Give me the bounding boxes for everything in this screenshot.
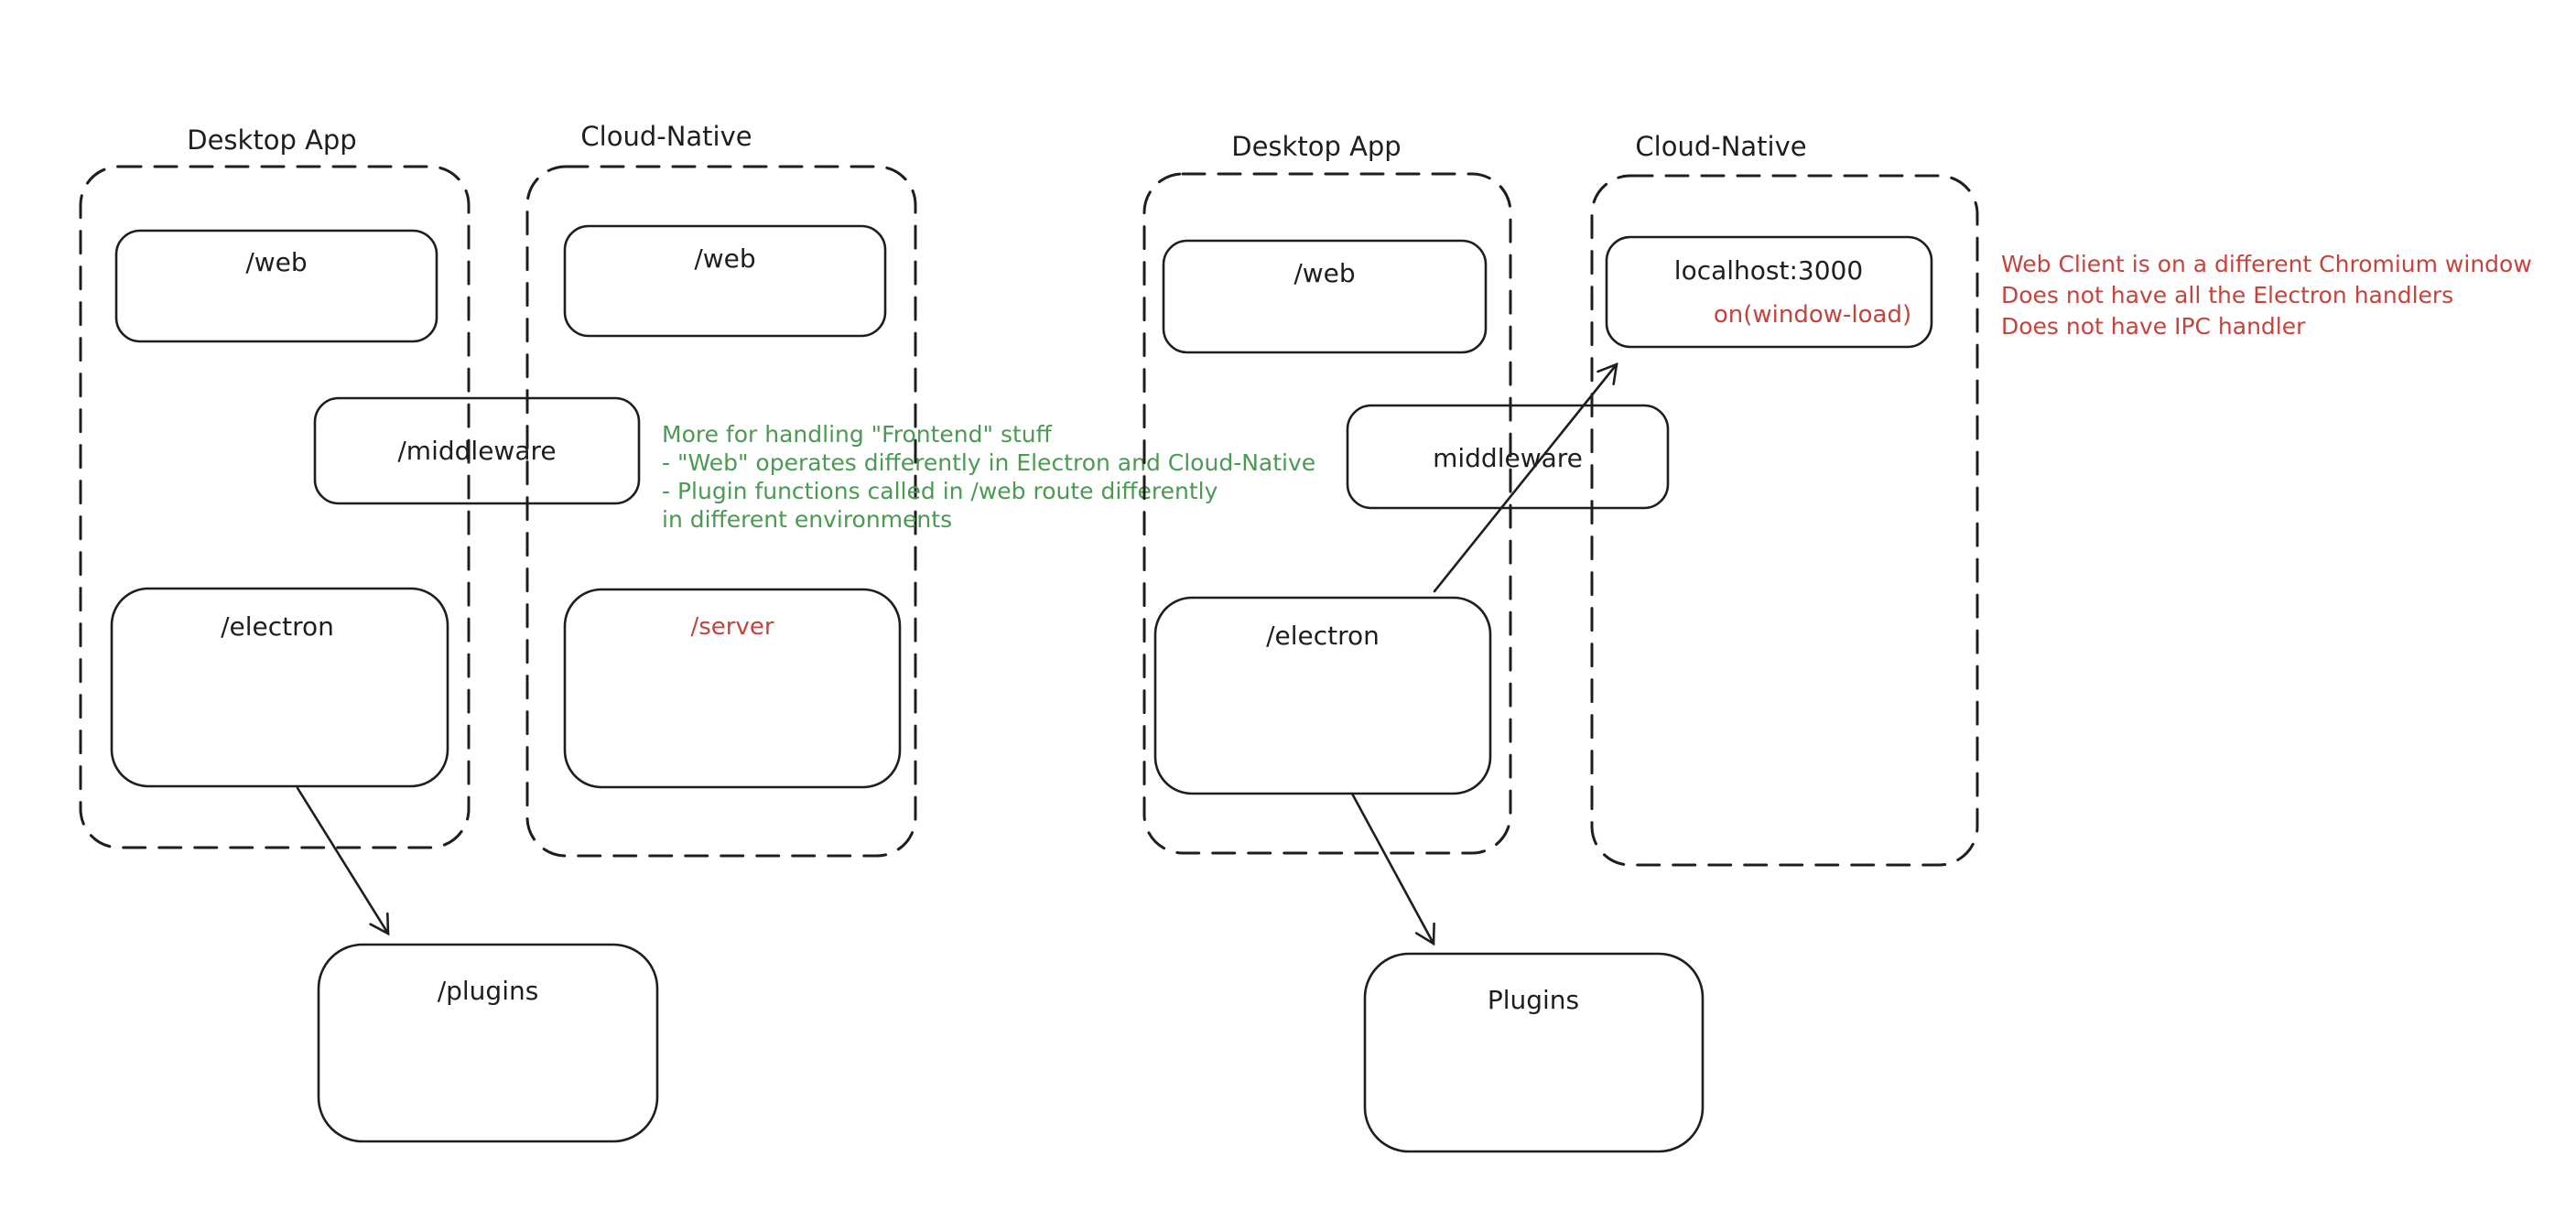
left-green-note: More for handling "Frontend" stuff - "We…: [662, 421, 1315, 533]
right-desktop-app-container: [1142, 172, 1512, 855]
left-middleware-box: [313, 396, 641, 505]
green-note-line-3: - Plugin functions called in /web route …: [662, 478, 1218, 504]
right-electron-label: /electron: [1266, 621, 1380, 651]
left-plugins-box: [317, 943, 659, 1143]
left-electron-label: /electron: [221, 611, 334, 642]
left-desktop-app-title: Desktop App: [187, 124, 356, 156]
right-electron-to-plugins-arrow: [1350, 792, 1435, 946]
right-cloud-native-container: [1590, 174, 1979, 867]
left-plugins-label: /plugins: [438, 976, 539, 1006]
right-electron-to-localhost-arrow: [1433, 362, 1618, 593]
left-cloud-native-title: Cloud-Native: [580, 121, 752, 152]
right-localhost-box: [1605, 235, 1933, 349]
left-desktop-app-container: [79, 165, 471, 849]
left-cloud-native-container: [525, 165, 917, 858]
right-red-note: Web Client is on a different Chromium wi…: [2001, 251, 2532, 340]
red-note-line-3: Does not have IPC handler: [2001, 313, 2306, 340]
right-diagram: Desktop App Cloud-Native /web localhost:…: [1142, 131, 2532, 1153]
red-note-line-1: Web Client is on a different Chromium wi…: [2001, 251, 2532, 277]
right-on-window-load-label: on(window-load): [1714, 301, 1911, 329]
left-electron-to-plugins-arrow: [296, 786, 390, 936]
left-server-label: /server: [690, 613, 774, 641]
green-note-line-1: More for handling "Frontend" stuff: [662, 421, 1053, 448]
right-cloud-native-title: Cloud-Native: [1635, 131, 1806, 162]
green-note-line-2: - "Web" operates differently in Electron…: [662, 449, 1315, 476]
right-electron-box: [1153, 596, 1492, 795]
left-cloud-web-label: /web: [694, 243, 755, 274]
right-localhost-label: localhost:3000: [1674, 255, 1863, 286]
right-plugins-box: [1363, 952, 1705, 1153]
right-desktop-web-label: /web: [1293, 258, 1355, 288]
right-desktop-app-title: Desktop App: [1231, 131, 1401, 162]
left-cloud-web-box: [563, 224, 887, 338]
right-middleware-label: middleware: [1433, 443, 1583, 473]
red-note-line-2: Does not have all the Electron handlers: [2001, 282, 2453, 308]
right-plugins-label: Plugins: [1488, 985, 1579, 1015]
right-middleware-box: [1346, 404, 1670, 510]
left-electron-box: [110, 587, 449, 788]
right-desktop-web-box: [1162, 239, 1488, 354]
left-desktop-web-box: [114, 229, 438, 343]
green-note-line-4: in different environments: [662, 506, 952, 533]
left-diagram: Desktop App Cloud-Native /web /web /midd…: [79, 121, 1315, 1143]
left-middleware-label: /middleware: [397, 436, 556, 466]
left-desktop-web-label: /web: [245, 247, 307, 277]
left-server-box: [563, 588, 902, 789]
